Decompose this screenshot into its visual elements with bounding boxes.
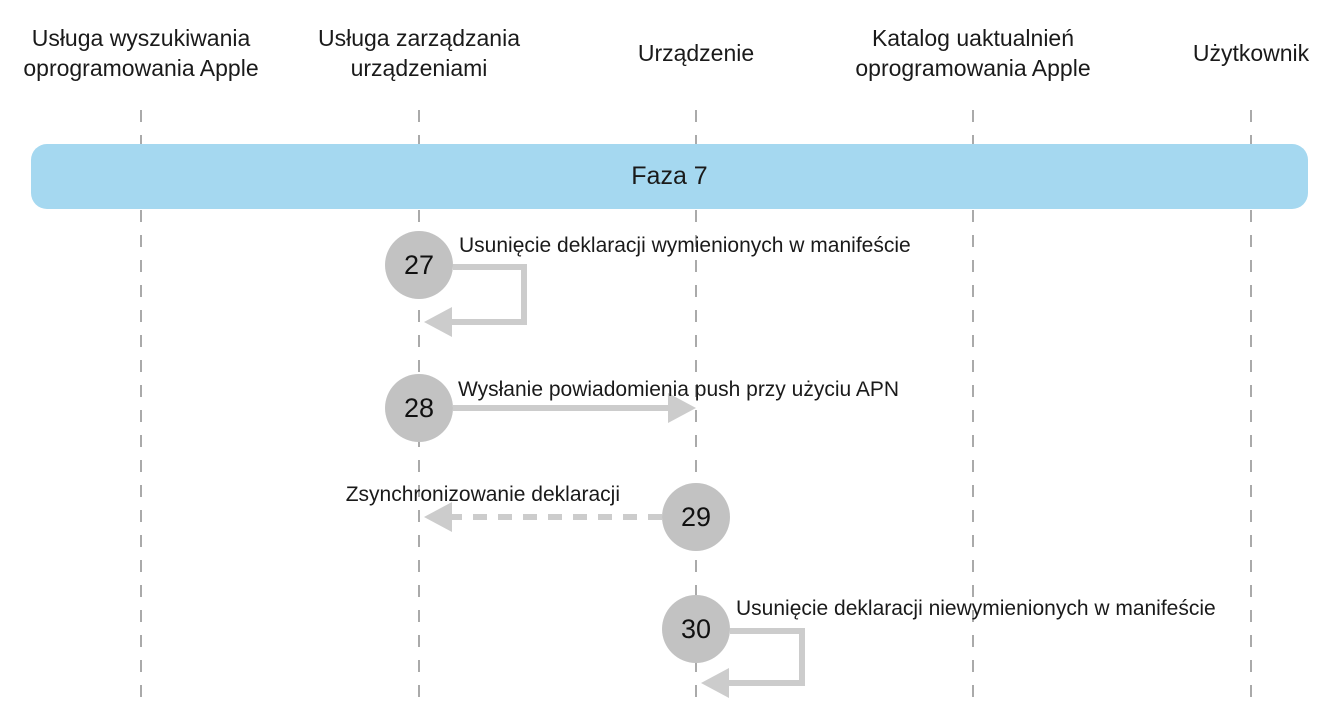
lifeline-user <box>1250 110 1252 705</box>
actor-header-user: Użytkownik <box>1192 40 1310 66</box>
lifeline-software-update-catalog <box>972 110 974 705</box>
step-27-label: Usunięcie deklaracji wymienionych w mani… <box>459 234 911 257</box>
step-29-label: Zsynchronizowanie deklaracji <box>345 483 620 506</box>
step-30-circle: 30 <box>662 595 730 663</box>
step-28-circle: 28 <box>385 374 453 442</box>
step-27-circle: 27 <box>385 231 453 299</box>
lifeline-software-lookup-service <box>140 110 142 705</box>
step-29-circle: 29 <box>662 483 730 551</box>
step-30-label: Usunięcie deklaracji niewymienionych w m… <box>736 597 1216 620</box>
step-28-solid-right-arrow <box>453 393 696 423</box>
step-28-label: Wysłanie powiadomienia push przy użyciu … <box>458 378 900 401</box>
step-30-self-loop-arrow <box>701 628 805 698</box>
lifeline-device <box>695 110 697 705</box>
phase-banner-label: Faza 7 <box>631 162 708 190</box>
actor-header-device: Urządzenie <box>637 40 755 66</box>
actor-header-software-update-catalog: Katalog uaktualnień oprogramowania Apple <box>855 25 1091 81</box>
actor-header-software-lookup-service: Usługa wyszukiwania oprogramowania Apple <box>23 25 259 81</box>
step-29-dashed-left-arrow <box>424 502 662 532</box>
phase-banner: Faza 7 <box>31 144 1308 209</box>
step-27-self-loop-arrow <box>424 264 527 337</box>
actor-header-device-management-service: Usługa zarządzania urządzeniami <box>317 25 520 81</box>
